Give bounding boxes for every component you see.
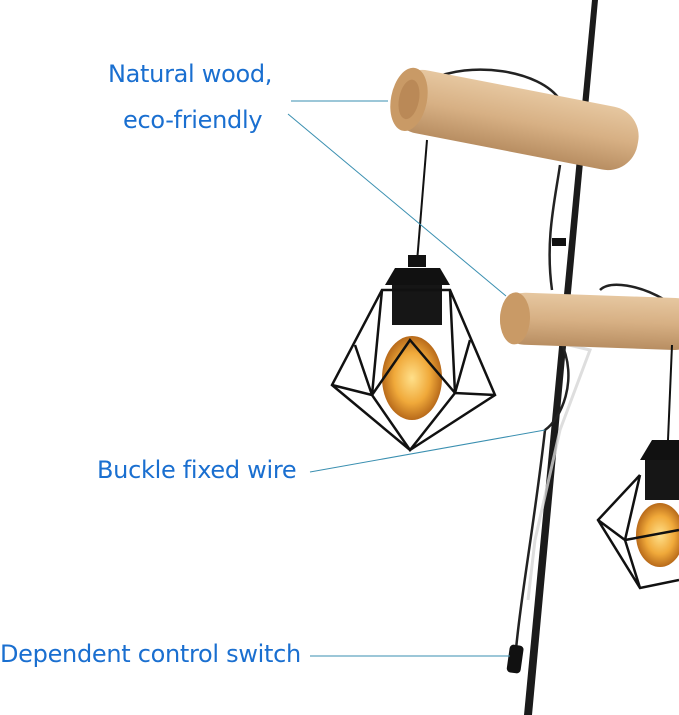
leader-line-wood-second	[287, 113, 507, 297]
leader-line-wire	[309, 429, 546, 473]
top-wood-arm	[390, 67, 639, 171]
wire-buckle	[552, 238, 566, 246]
callout-dependent-control-switch: Dependent control switch	[0, 640, 301, 668]
lamp-pole	[524, 0, 598, 715]
callout-natural-wood: Natural wood,	[108, 60, 273, 88]
callout-buckle-fixed-wire: Buckle fixed wire	[97, 456, 297, 484]
pendant-lamp-left	[330, 139, 497, 453]
power-cord	[429, 68, 666, 661]
clear-wire-sleeve	[526, 338, 593, 601]
callout-eco-friendly: eco-friendly	[123, 106, 263, 134]
pendant-lamp-right	[596, 344, 679, 590]
cage-shade	[596, 474, 679, 590]
inline-switch	[506, 644, 524, 674]
second-wood-arm	[499, 292, 679, 350]
leader-lines	[287, 100, 546, 657]
cage-shade	[330, 288, 497, 453]
bulb	[382, 336, 442, 420]
